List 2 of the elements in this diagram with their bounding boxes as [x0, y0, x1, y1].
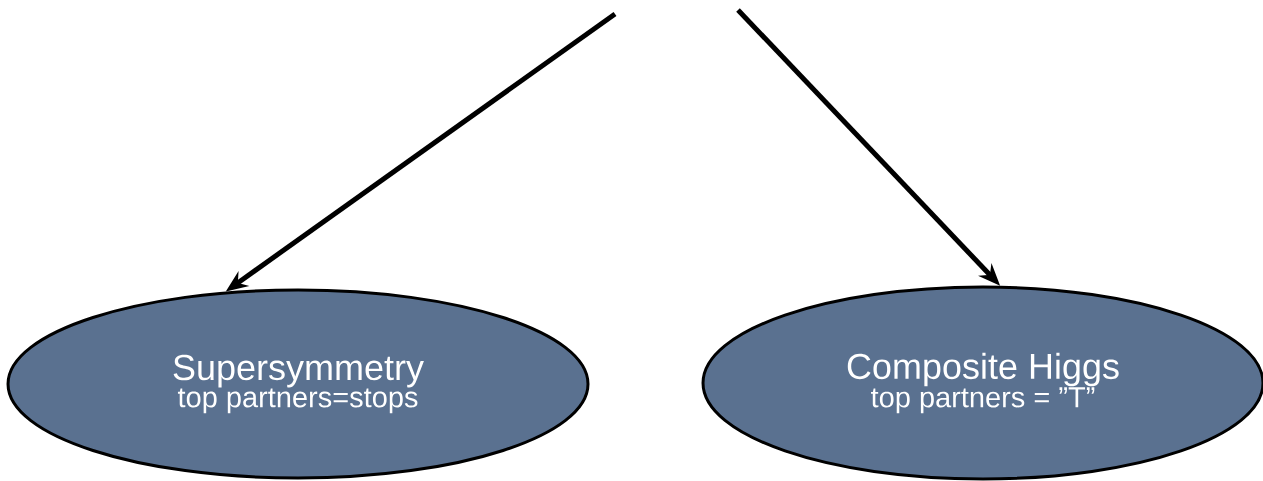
ellipse-node: Composite Higgs top partners = ”T”	[701, 285, 1263, 481]
ellipse-node: Supersymmetry top partners=stops	[6, 288, 590, 480]
